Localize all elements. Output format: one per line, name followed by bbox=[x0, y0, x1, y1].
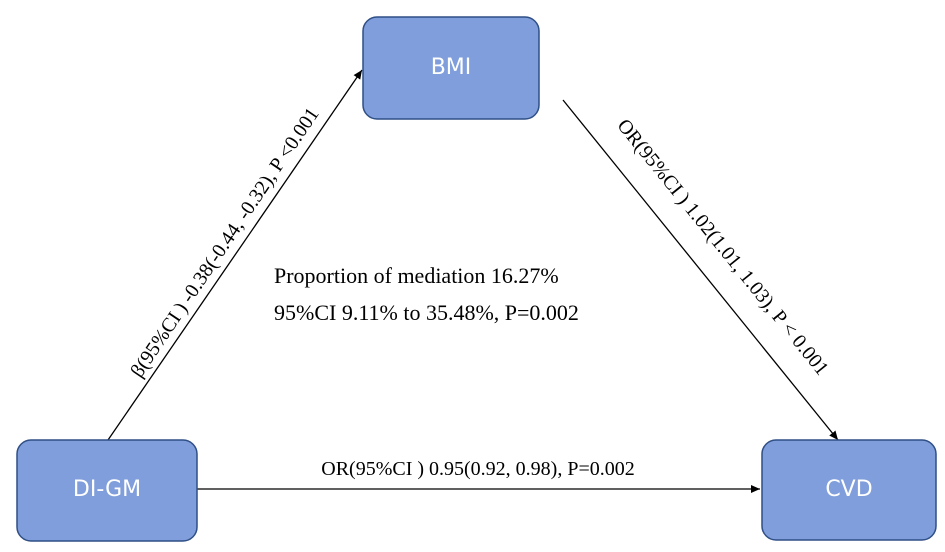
edge-label-mediator-to-outcome: OR(95%CI ) 1.02(1.01, 1.03), P < 0.001 bbox=[613, 115, 833, 380]
edge-label-exposure-to-outcome: OR(95%CI ) 0.95(0.92, 0.98), P=0.002 bbox=[321, 458, 635, 480]
node-bmi-label: BMI bbox=[431, 55, 472, 80]
node-cvd-label: CVD bbox=[825, 477, 872, 502]
arrow-mediator-to-outcome bbox=[562, 99, 839, 441]
node-di-gm: DI-GM bbox=[16, 439, 198, 542]
node-cvd: CVD bbox=[761, 439, 937, 541]
node-di-gm-label: DI-GM bbox=[73, 477, 141, 502]
node-bmi: BMI bbox=[362, 16, 540, 120]
mediation-proportion-text: Proportion of mediation 16.27% bbox=[274, 263, 559, 288]
mediation-ci-text: 95%CI 9.11% to 35.48%, P=0.002 bbox=[274, 300, 579, 325]
arrow-exposure-to-mediator bbox=[107, 69, 363, 441]
edge-label-exposure-to-mediator: β(95%CI ) -0.38(-0.44, -0.32), P <0.001 bbox=[126, 104, 323, 382]
